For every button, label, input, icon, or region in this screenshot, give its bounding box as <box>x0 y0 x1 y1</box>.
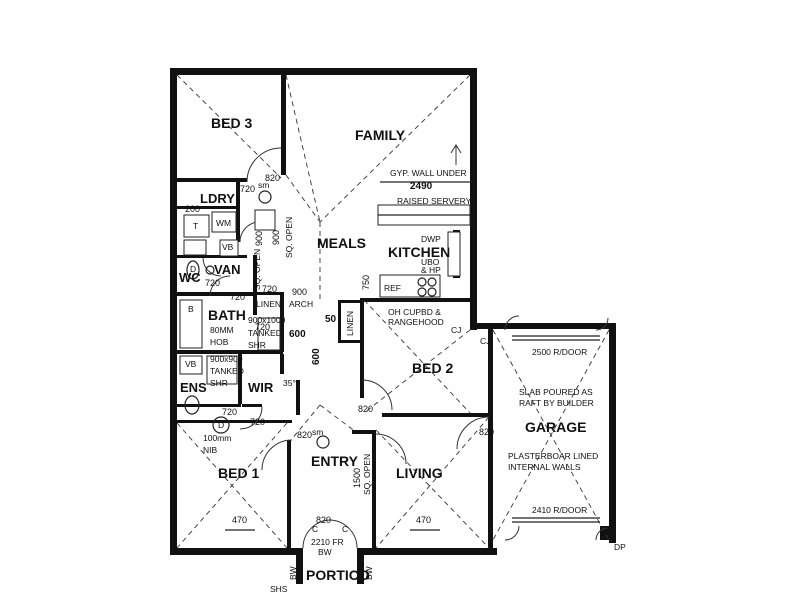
dim-200: 200 <box>185 204 200 214</box>
note-ubo: UBO <box>421 257 440 267</box>
room-bed2: BED 2 <box>412 360 453 376</box>
note-t: T <box>193 221 198 231</box>
dim-750: 750 <box>361 275 371 290</box>
note-hob-size: 80MM <box>210 325 234 335</box>
dim-1500: 1500 <box>352 468 362 488</box>
room-ldry: LDRY <box>200 191 235 206</box>
note-vb-2: VB <box>185 359 197 369</box>
note-slab-b: RAFT BY BUILDER <box>519 398 594 408</box>
note-shr2-size: 900x900 <box>210 354 243 364</box>
room-entry: ENTRY <box>311 453 359 469</box>
note-hob: HOB <box>210 337 229 347</box>
dim-900-sq: 900 <box>271 230 281 245</box>
dim-600-a: 600 <box>289 329 306 340</box>
note-d-2: D <box>218 420 224 430</box>
note-sq-open-3: SQ. OPEN <box>362 454 372 495</box>
dim-900-arch: 900 <box>292 287 307 297</box>
note-shs: SHS <box>270 584 288 594</box>
dim-van-720: 720 <box>262 284 277 294</box>
note-shr1-shr: SHR <box>248 340 266 350</box>
note-b: B <box>188 304 194 314</box>
room-garage: GARAGE <box>525 419 586 435</box>
dim-bed3-720: 720 <box>240 184 255 194</box>
note-gyp-wall: GYP. WALL UNDER <box>390 168 467 178</box>
note-cj-2: CJ <box>480 336 490 346</box>
note-shr1-size: 900x1000 <box>248 315 286 325</box>
dimensions: 2490 820 720 200 900 750 900 720 720 720… <box>185 173 494 531</box>
dim-wir-720: 720 <box>250 417 265 427</box>
room-van: VAN <box>214 262 240 277</box>
note-rdoor-bottom: 2410 R/DOOR <box>532 505 587 515</box>
fixtures <box>179 190 471 449</box>
ceiling-diagonals <box>176 74 610 549</box>
room-bed1: BED 1 <box>218 465 259 481</box>
dim-bed1-door: 820 <box>297 430 312 440</box>
room-family: FAMILY <box>355 127 406 143</box>
room-wir: WIR <box>248 380 274 395</box>
note-linen-2: LINEN <box>345 311 355 336</box>
note-d-1: D <box>190 264 196 274</box>
note-vb-1: VB <box>222 242 234 252</box>
note-linen-1: LINEN <box>256 299 281 309</box>
note-hp: & HP <box>421 265 441 275</box>
note-cj-1: CJ <box>451 325 461 335</box>
dim-900-1000: 900 <box>254 231 264 246</box>
note-sm-2: sm <box>312 427 323 437</box>
dim-bath-720: 720 <box>255 322 270 332</box>
dim-garage-door: 820 <box>479 427 494 437</box>
dim-bed2-door: 820 <box>358 404 373 414</box>
note-oh-cupbd: OH CUPBD & <box>388 307 441 317</box>
note-shr2-shr: SHR <box>210 378 228 388</box>
room-meals: MEALS <box>317 235 366 251</box>
room-bed3: BED 3 <box>211 115 252 131</box>
dim-600-b: 600 <box>311 348 322 365</box>
note-raised-servery: RAISED SERVERY <box>397 196 472 206</box>
dim-2490: 2490 <box>410 181 433 192</box>
dim-bed3-door: 820 <box>265 173 280 183</box>
room-labels: BED 3 FAMILY LDRY MEALS KITCHEN WC VAN B… <box>179 115 586 583</box>
note-nib-a: 100mm <box>203 433 231 443</box>
exterior-walls <box>170 68 616 584</box>
dim-470-a: 470 <box>232 515 247 525</box>
dim-entry-door: 820 <box>316 515 331 525</box>
note-dp: DP <box>614 542 626 552</box>
note-nib-b: NIB <box>203 445 218 455</box>
note-fr-bw: BW <box>318 547 332 557</box>
note-sq-open-2: SQ. OPEN <box>252 249 262 290</box>
dim-vert-720: 720 <box>230 292 245 302</box>
note-fr: 2210 FR <box>311 537 344 547</box>
note-plaster-a: PLASTERBOAR LINED <box>508 451 598 461</box>
note-angle: 35° <box>283 378 296 388</box>
note-ref: REF <box>384 283 401 293</box>
room-living: LIVING <box>396 465 443 481</box>
annotations: GYP. WALL UNDER RAISED SERVERY DWP UBO &… <box>185 168 626 594</box>
room-ens: ENS <box>180 380 207 395</box>
note-rangehood: RANGEHOOD <box>388 317 444 327</box>
note-rdoor-top: 2500 R/DOOR <box>532 347 587 357</box>
note-plaster-b: INTERNAL WALLS <box>508 462 581 472</box>
note-c-1: C <box>312 524 318 534</box>
note-shr1-tanked: TANKED <box>248 328 282 338</box>
note-sm-1: sm <box>258 180 269 190</box>
garage-doors <box>512 335 600 523</box>
room-kitchen: KITCHEN <box>388 244 450 260</box>
note-bw-1: BW <box>288 566 298 580</box>
note-bw-2: BW <box>364 566 374 580</box>
door-swings <box>202 144 609 549</box>
note-slab-a: SLAB POURED AS <box>519 387 593 397</box>
dim-wc-720: 720 <box>205 278 220 288</box>
room-portico: PORTICO <box>306 567 370 583</box>
note-arch: ARCH <box>289 299 313 309</box>
note-sq-open-1: SQ. OPEN <box>284 217 294 258</box>
note-c-2: C <box>342 524 348 534</box>
room-wc: WC <box>179 270 201 285</box>
dim-ens-720: 720 <box>222 407 237 417</box>
dim-470-b: 470 <box>416 515 431 525</box>
room-bath: BATH <box>208 307 246 323</box>
dim-50: 50 <box>325 314 337 325</box>
note-wm: WM <box>216 218 231 228</box>
note-shr2-tanked: TANKED <box>210 366 244 376</box>
note-dwp: DWP <box>421 234 441 244</box>
